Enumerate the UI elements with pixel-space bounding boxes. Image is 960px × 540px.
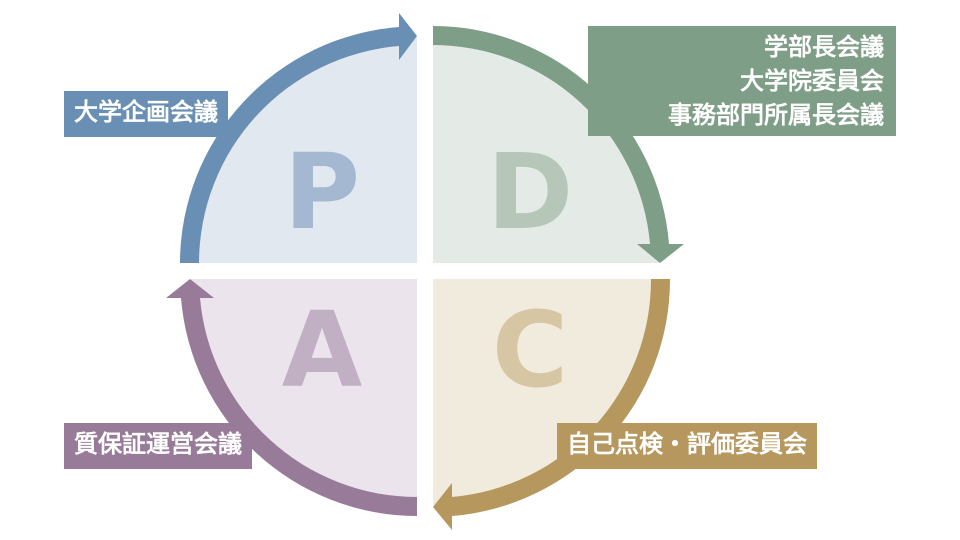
plan-label: 大学企画会議 xyxy=(64,91,228,137)
plan-letter: P xyxy=(284,131,360,253)
act-arrow xyxy=(166,279,417,516)
do-quadrant xyxy=(433,37,659,263)
act-label-line: 質保証運営会議 xyxy=(74,430,242,458)
plan-quadrant xyxy=(191,37,417,263)
do-label-line: 学部長会議 xyxy=(764,33,884,61)
act-quadrant xyxy=(191,279,417,505)
act-letter: A xyxy=(282,289,363,411)
do-arrow xyxy=(433,26,684,263)
do-label-line: 事務部門所属長会議 xyxy=(668,101,884,129)
do-letter: D xyxy=(487,131,573,253)
act-label: 質保証運営会議 xyxy=(64,423,252,469)
do-label: 学部長会議大学院委員会事務部門所属長会議 xyxy=(588,26,896,136)
check-label-line: 自己点検・評価委員会 xyxy=(567,430,807,458)
plan-arrow xyxy=(180,13,417,263)
plan-label-line: 大学企画会議 xyxy=(74,98,218,126)
check-arrow xyxy=(433,279,671,530)
check-quadrant xyxy=(433,279,659,505)
check-letter: C xyxy=(492,289,568,411)
check-label: 自己点検・評価委員会 xyxy=(557,423,817,469)
do-label-line: 大学院委員会 xyxy=(740,67,884,95)
